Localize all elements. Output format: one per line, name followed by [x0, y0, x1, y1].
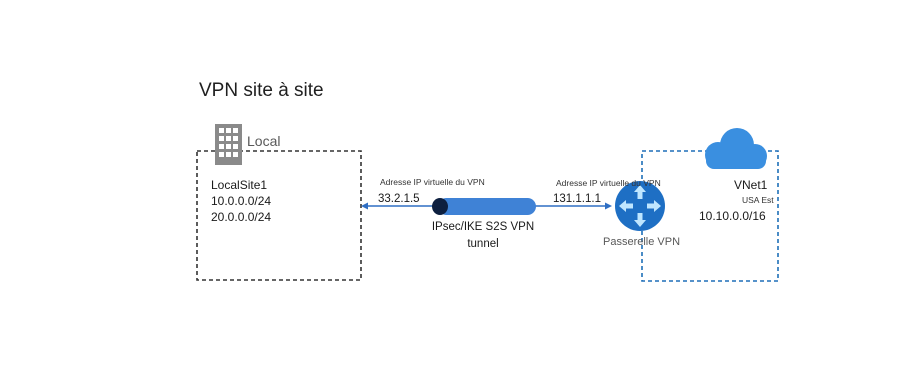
local-label: Local: [247, 133, 281, 149]
local-site-box: [196, 150, 362, 281]
building-icon: [215, 124, 242, 165]
vnet-cidr: 10.10.0.0/16: [699, 209, 766, 223]
vnet-name: VNet1: [734, 178, 768, 192]
tunnel-label-line1: IPsec/IKE S2S VPN: [431, 221, 535, 233]
left-vip-label: Adresse IP virtuelle du VPN: [380, 177, 485, 187]
right-arrowhead: [605, 202, 612, 210]
tunnel-label: IPsec/IKE S2S VPN tunnel: [418, 219, 548, 253]
local-prefix: 20.0.0.0/24: [211, 210, 272, 224]
right-ip-address: 131.1.1.1: [553, 193, 601, 205]
left-arrowhead: [361, 202, 368, 210]
gateway-label: Passerelle VPN: [603, 236, 681, 248]
right-vip-label: Adresse IP virtuelle du VPN: [556, 178, 661, 188]
left-ip-address: 33.2.1.5: [378, 193, 420, 205]
cloud-icon: [705, 128, 767, 169]
tunnel-pipe: [432, 198, 536, 215]
local-site-name: LocalSite1: [211, 178, 268, 192]
page-title: VPN site à site: [199, 80, 324, 101]
vpn-gateway-icon: [615, 181, 665, 231]
vnet-region: USA Est: [742, 195, 774, 205]
local-prefix: 10.0.0.0/24: [211, 194, 272, 208]
tunnel-label-line2: tunnel: [467, 238, 499, 250]
